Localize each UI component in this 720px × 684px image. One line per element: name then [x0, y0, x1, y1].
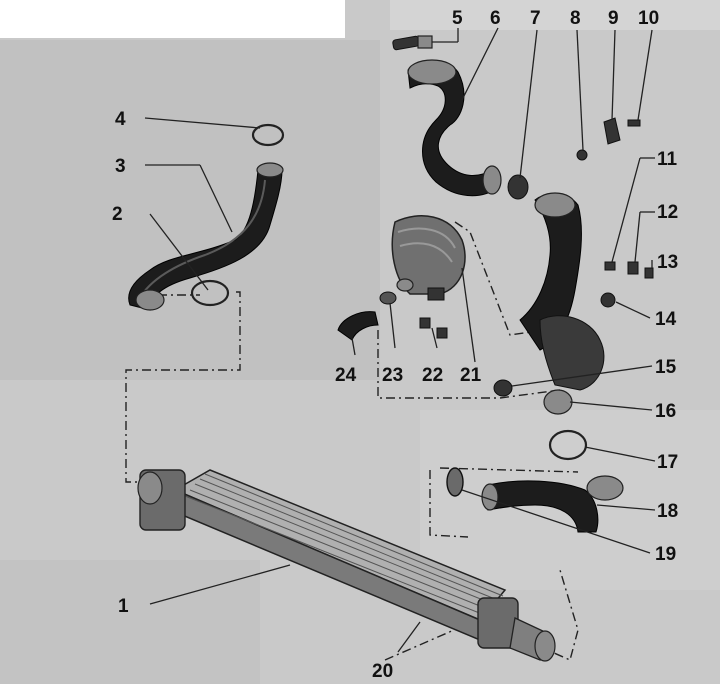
callout-23: 23 [382, 365, 403, 386]
callout-4: 4 [115, 109, 126, 130]
assembly-lines [125, 221, 579, 661]
part-6-charge-hose [407, 59, 502, 197]
part-14-nut [600, 292, 616, 308]
part-10-bolt [627, 119, 641, 127]
callout-18: 18 [657, 501, 678, 522]
center-pipe-assembly [519, 192, 605, 415]
callout-21: 21 [460, 365, 482, 386]
part-22-bolt-a [419, 317, 431, 329]
part-13-washer [644, 267, 654, 279]
callout-12: 12 [657, 202, 678, 223]
part-15-o-ring [493, 379, 513, 397]
callout-13: 13 [657, 252, 678, 273]
part-11-nut [604, 261, 616, 271]
callout-17: 17 [657, 452, 678, 473]
part-9-bracket [603, 117, 621, 145]
part-23-seal [379, 291, 397, 305]
leader-lines [144, 27, 656, 653]
callout-labels: 1 2 3 4 5 6 7 8 9 10 11 12 13 14 15 16 1… [112, 8, 678, 682]
part-4-o-ring [251, 123, 285, 147]
callout-22: 22 [422, 365, 443, 386]
part-1-intercooler [137, 469, 556, 662]
callout-10: 10 [638, 8, 659, 29]
callout-9: 9 [608, 8, 619, 29]
callout-20: 20 [372, 661, 393, 682]
callout-16: 16 [655, 401, 676, 422]
callout-1: 1 [118, 596, 129, 617]
part-17-hose-clamp [548, 429, 588, 461]
callout-7: 7 [530, 8, 541, 29]
part-22-bolt-b [436, 327, 448, 339]
part-7-ring [507, 174, 529, 200]
callout-8: 8 [570, 8, 581, 29]
part-5-sensor [392, 35, 433, 51]
callout-6: 6 [490, 8, 501, 29]
part-18-charge-hose [481, 475, 624, 533]
part-8-clip [576, 149, 588, 161]
callout-15: 15 [655, 357, 677, 378]
callout-3: 3 [115, 156, 126, 177]
callout-19: 19 [655, 544, 676, 565]
part-19-seal [446, 467, 464, 497]
callout-2: 2 [112, 204, 123, 225]
callout-24: 24 [335, 365, 357, 386]
callout-5: 5 [452, 8, 463, 29]
part-21-resonator [391, 215, 466, 301]
part-12-bolt [627, 261, 639, 275]
part-24-small-hose [337, 311, 379, 341]
callout-14: 14 [655, 309, 677, 330]
callout-11: 11 [657, 149, 678, 170]
part-2-hose-clamp [135, 279, 230, 311]
